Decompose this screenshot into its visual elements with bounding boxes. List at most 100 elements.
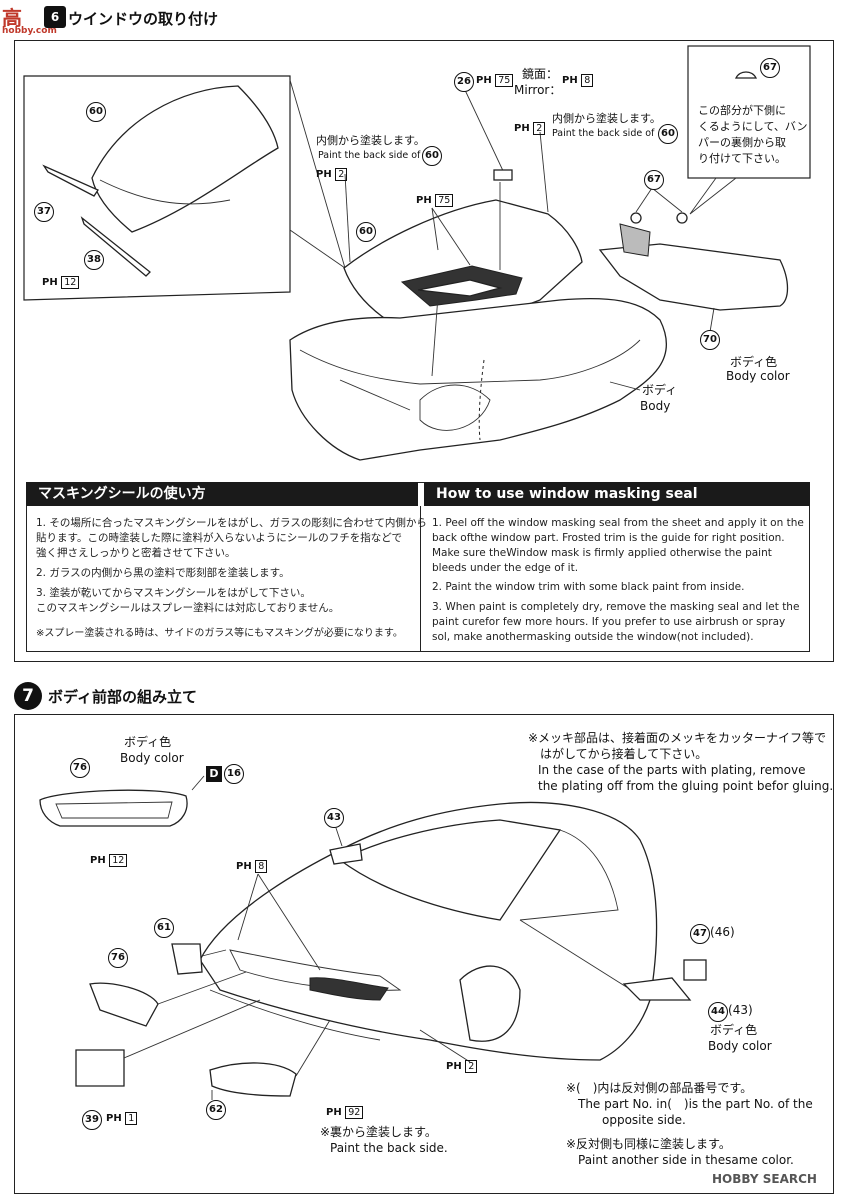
grille-part-76-top: [39, 789, 188, 827]
inset-part-37: 37: [34, 202, 54, 222]
part-67-note-line-4: り付けて下さい。: [698, 152, 786, 165]
paint-back-jp-1: 内側から塗装します。: [316, 134, 425, 147]
body-color-jp-7b: ボディ色: [710, 1023, 758, 1037]
masking-jp-title: マスキングシールの使い方: [26, 482, 418, 506]
part-67-right: [676, 212, 688, 224]
masking-jp-1c: 強く押さえしっかりと密着させて下さい。: [36, 547, 236, 559]
windshield-part-60: [91, 85, 279, 233]
part-43-top-label: 43: [324, 808, 344, 828]
windshield-front: [338, 819, 562, 921]
plating-jp-1: ※メッキ部品は、接着面のメッキをカッターナイフ等で: [528, 731, 827, 745]
step-7-title: ボディ前部の組み立て: [48, 688, 197, 706]
windshield-inset-frame: [23, 75, 291, 301]
ph8-mirror: PH 8: [562, 74, 594, 87]
grille-part-76-mid: [89, 982, 159, 1027]
inset-leader-1: [289, 229, 346, 269]
part-67-left: [630, 212, 642, 224]
masking-jp-note: ※スプレー塗装される時は、サイドのガラス等にもマスキングが必要になります。: [36, 628, 403, 639]
part-67-label: 67: [644, 170, 664, 190]
trim-part-38: [80, 216, 151, 277]
paint-back-jp-2: 内側から塗装します。: [552, 112, 661, 125]
part-61-label: 61: [154, 918, 174, 938]
masking-en-1a: 1. Peel off the window masking seal from…: [432, 517, 804, 529]
plate-part-39: [75, 1049, 125, 1087]
part-43-top: [329, 843, 363, 865]
masking-divider: [420, 506, 421, 652]
masking-jp-1b: 貼ります。この時塗装した際に塗料が入らないようにシールのフチを指などで: [36, 532, 403, 544]
lamp-part-61: [171, 943, 203, 975]
sprue-d-label: D: [206, 766, 222, 782]
body-color-jp-6: ボディ色: [730, 355, 778, 369]
ph2-front: PH 2: [446, 1060, 478, 1073]
body-jp-6: ボディ: [642, 383, 678, 397]
step-6-badge: 6: [44, 6, 66, 28]
ph2-left: PH 2: [316, 168, 348, 181]
masking-en-title: How to use window masking seal: [424, 482, 810, 506]
part-47-label: 47: [690, 924, 710, 944]
mirror-part-47: [683, 959, 707, 981]
paint-back-ref-60-1: 60: [422, 146, 442, 166]
step-7-badge: 7: [14, 682, 42, 710]
inset-part-60: 60: [86, 102, 106, 122]
mirror-jp: 鏡面：: [522, 67, 559, 81]
rear-bumper-part-70: [598, 243, 789, 311]
mirror-part-26: [493, 169, 513, 181]
masking-en-3b: paint curefor few more hours. If you pre…: [432, 616, 786, 628]
ph92-lamp: PH 92: [326, 1106, 364, 1119]
part-43-mid-label: (43): [728, 1003, 753, 1017]
masking-jp-3a: 3. 塗装が乾いてからマスキングシールをはがして下さい。: [36, 587, 311, 599]
opposite-note-jp: ※( )内は反対側の部品番号です。: [566, 1081, 753, 1095]
ph8-front: PH 8: [236, 860, 268, 873]
body-color-en-6: Body color: [726, 369, 790, 383]
ph2-right: PH 2: [514, 122, 546, 135]
main-part-60: 60: [356, 222, 376, 242]
masking-en-1c: Make sure theWindow mask is firmly appli…: [432, 547, 772, 559]
mirror-en: Mirror：: [514, 83, 562, 97]
body-color-en-7b: Body color: [708, 1039, 772, 1053]
body-color-jp-7a: ボディ色: [124, 735, 172, 749]
back-paint-jp: ※裏から塗装します。: [320, 1125, 437, 1139]
mirror-part-44: [622, 977, 692, 1001]
step-6-title: ウインドウの取り付け: [68, 10, 219, 28]
part-39-label: 39: [82, 1110, 102, 1130]
masking-jp-2: 2. ガラスの内側から黒の塗料で彫刻部を塗装します。: [36, 567, 290, 579]
paint-back-en-1: Paint the back side of: [318, 150, 421, 161]
opposite-note-en-1: The part No. in( )is the part No. of the: [578, 1097, 813, 1111]
step-6-frame: [14, 40, 834, 662]
part-62-label: 62: [206, 1100, 226, 1120]
inset-leader-2: [289, 79, 346, 269]
trim-part-37: [42, 164, 99, 197]
lamp-part-62: [209, 1062, 297, 1097]
site-logo: 高: [2, 6, 22, 30]
sprue-d-number: 16: [224, 764, 244, 784]
part-67-note-box: [687, 45, 811, 179]
same-color-note-jp: ※反対側も同様に塗装します。: [566, 1137, 731, 1151]
part-67-note-line-1: この部分が下側に: [698, 104, 786, 117]
headlight: [309, 977, 389, 1001]
plating-en-2: the plating off from the gluing point be…: [538, 779, 834, 793]
watermark: HOBBY SEARCH: [712, 1172, 817, 1186]
part-44-label: 44: [708, 1002, 728, 1022]
part-46-label: (46): [710, 925, 735, 939]
opposite-note-en-2: opposite side.: [602, 1113, 686, 1127]
site-logo-sub: hobby.com: [2, 26, 57, 36]
inset-part-38: 38: [84, 250, 104, 270]
masking-jp-1a: 1. その場所に合ったマスキングシールをはがし、ガラスの彫刻に合わせて内側から: [36, 517, 427, 529]
car-body-rear: [289, 298, 667, 461]
masking-en-3c: sol, make anothermasking outside the win…: [432, 631, 754, 643]
part-70-label: 70: [700, 330, 720, 350]
inset-paint-ph12: PH 12: [42, 276, 80, 289]
car-body-front: [199, 801, 658, 1061]
plating-en-1: In the case of the parts with plating, r…: [538, 763, 806, 777]
paint-back-en-2: Paint the back side of: [552, 128, 655, 139]
masking-en-3a: 3. When paint is completely dry, remove …: [432, 601, 800, 613]
ph75-top: PH 75: [476, 74, 514, 87]
back-paint-en: Paint the back side.: [330, 1141, 448, 1155]
body-color-en-7a: Body color: [120, 751, 184, 765]
step-7-frame: [14, 714, 834, 1194]
part-76-top-label: 76: [70, 758, 90, 778]
masking-jp-3b: このマスキングシールはスプレー塗料には対応しておりません。: [36, 602, 340, 614]
part-26-label: 26: [454, 72, 474, 92]
body-en-6: Body: [640, 399, 671, 413]
